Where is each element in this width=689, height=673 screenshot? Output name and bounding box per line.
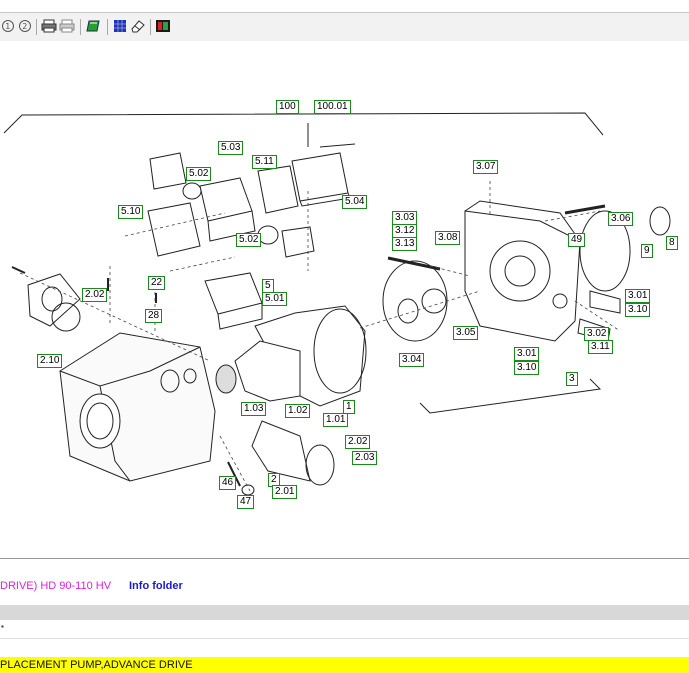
part-callout[interactable]: 5.10 [118,205,144,219]
part-callout[interactable]: 3.10 [514,361,540,375]
svg-text:1: 1 [5,22,10,31]
part-callout[interactable]: 5.01 [262,292,288,306]
model-text: DRIVE) HD 90-110 HV [0,580,112,592]
part-callout[interactable]: 1.03 [241,402,267,416]
red-flag-icon[interactable] [155,18,171,34]
part-callout[interactable]: 2.01 [272,485,298,499]
part-callout[interactable]: 3.08 [435,231,461,245]
toolbar: 1 2 [0,12,689,42]
part-callout[interactable]: 22 [148,276,166,290]
part-callout[interactable]: 3.13 [392,237,418,251]
part-callout[interactable]: 1 [343,400,355,414]
part-callout[interactable]: 5.02 [236,233,262,247]
part-callout[interactable]: 3.01 [625,289,651,303]
part-callout[interactable]: 5.02 [186,167,212,181]
part-callout[interactable]: 3.03 [392,211,418,225]
part-callout[interactable]: 3.10 [625,303,651,317]
part-callout[interactable]: 100 [276,100,299,114]
part-callout[interactable]: 49 [568,233,586,247]
zoom-out-icon[interactable]: 2 [17,18,33,34]
part-callout[interactable]: 5.11 [252,155,277,169]
part-callout[interactable]: 3.02 [584,327,610,341]
part-callout[interactable]: 5 [262,279,274,293]
part-callout[interactable]: 3.07 [473,160,499,174]
svg-text:2: 2 [22,22,27,31]
part-callout[interactable]: 2.02 [82,288,108,302]
selected-part-title[interactable]: PLACEMENT PUMP,ADVANCE DRIVE [0,658,689,673]
print-icon[interactable] [41,18,57,34]
part-callout[interactable]: 3.05 [453,326,479,340]
info-bar [0,560,689,606]
part-callout[interactable]: 2.03 [352,451,378,465]
part-callout[interactable]: 2.10 [37,354,63,368]
list-row[interactable] [0,639,689,658]
eraser-icon[interactable] [130,18,146,34]
part-callout[interactable]: 28 [145,309,163,323]
part-callout[interactable]: 3.01 [514,347,540,361]
part-callout[interactable]: 3.06 [608,212,634,226]
part-callout[interactable]: 9 [641,244,653,258]
list-row[interactable]: ▪ [0,620,689,639]
part-callout[interactable]: 47 [237,495,255,509]
part-callout[interactable]: 3.11 [588,340,613,354]
part-callout[interactable]: 1.02 [285,404,311,418]
part-callout[interactable]: 8 [666,236,678,250]
part-callout[interactable]: 100.01 [314,100,351,114]
part-callout[interactable]: 5.03 [218,141,244,155]
green-book-icon[interactable] [86,18,102,34]
blue-grid-icon[interactable] [112,18,128,34]
part-callout[interactable]: 3.04 [399,353,425,367]
part-callout[interactable]: 1.01 [323,413,349,427]
pump-assembly-drawing [3,112,671,496]
part-callout[interactable]: 2.02 [345,435,371,449]
part-callout[interactable]: 5.04 [342,195,368,209]
part-callout[interactable]: 3.12 [392,224,418,238]
print-preview-icon[interactable] [59,18,75,34]
info-folder-link[interactable]: Info folder [129,580,183,592]
row-marker: ▪ [1,622,4,631]
part-callout[interactable]: 3 [566,372,578,386]
separator-bar [0,605,689,620]
part-callout[interactable]: 46 [219,476,237,490]
zoom-in-icon[interactable]: 1 [0,18,16,34]
